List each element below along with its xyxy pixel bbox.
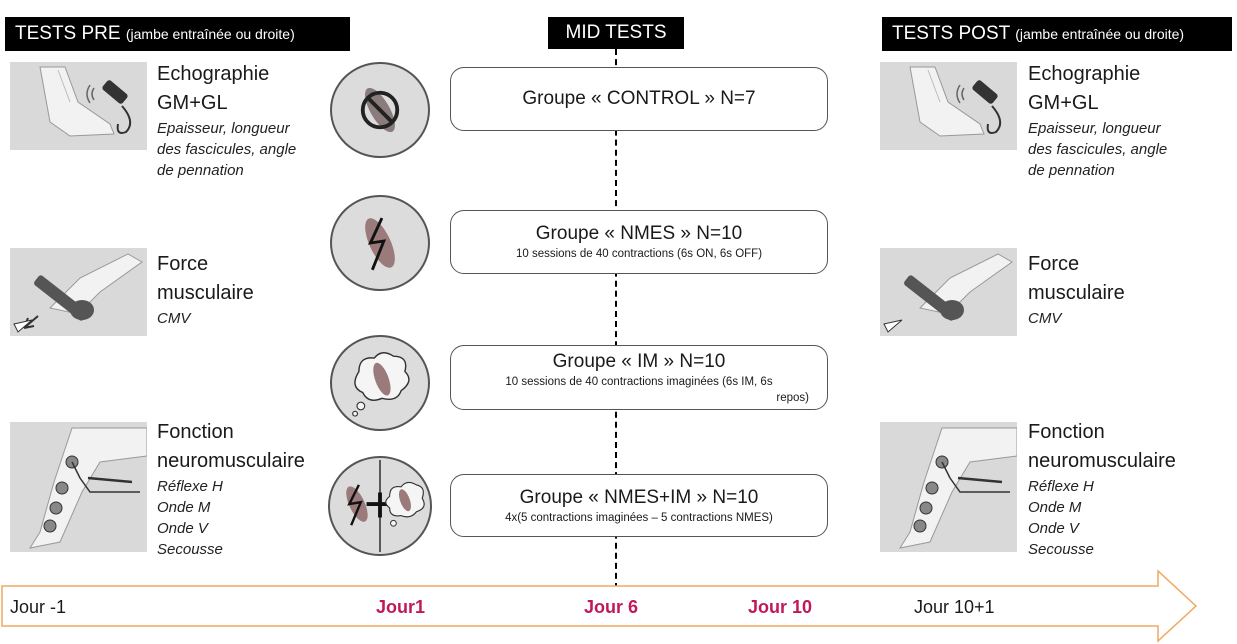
group-nmes-im-desc: 4x(5 contractions imaginées – 5 contract… xyxy=(505,511,773,524)
pre-force-title-2: musculaire xyxy=(157,282,254,304)
force-leg-icon xyxy=(10,248,147,336)
post-neuro-detail-2: Onde M xyxy=(1028,499,1082,516)
pre-echo-detail-3: de pennation xyxy=(157,162,244,179)
group-nmes-box: Groupe « NMES » N=10 10 sessions de 40 c… xyxy=(450,210,828,274)
post-neuro-text: Fonction neuromusculaire Réflexe H Onde … xyxy=(1028,418,1233,560)
group-nmes-im-box: Groupe « NMES+IM » N=10 4x(5 contraction… xyxy=(450,474,828,537)
timeline-day-1: Jour1 xyxy=(376,597,426,617)
timeline-arrow xyxy=(1,569,1198,643)
motor-imagery-icon xyxy=(330,335,430,431)
pre-echo-detail-2: des fascicules, angle xyxy=(157,141,297,158)
timeline-day-10: Jour 10 xyxy=(748,597,813,617)
pre-neuro-detail-1: Réflexe H xyxy=(157,478,223,495)
pre-neuro-text: Fonction neuromusculaire Réflexe H Onde … xyxy=(157,418,342,560)
post-neuro-detail-3: Onde V xyxy=(1028,520,1079,537)
electrode-leg-icon xyxy=(880,422,1017,552)
post-echo-title-1: Echographie xyxy=(1028,63,1141,85)
post-echo-detail-2: des fascicules, angle xyxy=(1028,141,1168,158)
pre-force-detail-1: CMV xyxy=(157,310,191,327)
force-leg-icon xyxy=(880,248,1017,336)
combined-icon xyxy=(328,456,432,556)
group-im-box: Groupe « IM » N=10 10 sessions de 40 con… xyxy=(450,345,828,410)
post-neuro-title-1: Fonction xyxy=(1028,421,1105,443)
group-nmes-im-name: Groupe « NMES+IM » N=10 xyxy=(519,486,759,508)
mid-dashed-line xyxy=(615,49,617,589)
electrical-stimulation-icon xyxy=(330,195,430,291)
tests-post-detail: (jambe entraînée ou droite) xyxy=(1015,26,1185,42)
post-neuro-detail-4: Secousse xyxy=(1028,541,1094,558)
post-echo-detail-3: de pennation xyxy=(1028,162,1115,179)
pre-neuro-title-2: neuromusculaire xyxy=(157,450,305,472)
pre-force-text: Force musculaire CMV xyxy=(157,250,342,329)
timeline-day-minus1: Jour -1 xyxy=(10,597,67,617)
mid-tests-header: MID TESTS xyxy=(548,17,684,49)
group-nmes-desc: 10 sessions de 40 contractions (6s ON, 6… xyxy=(515,248,763,260)
tests-post-header: TESTS POST (jambe entraînée ou droite) xyxy=(882,17,1232,51)
group-control-box: Groupe « CONTROL » N=7 xyxy=(450,67,828,131)
ultrasound-leg-icon xyxy=(880,62,1017,150)
post-force-title-1: Force xyxy=(1028,253,1080,275)
tests-pre-title: TESTS PRE xyxy=(15,23,121,44)
post-force-text: Force musculaire CMV xyxy=(1028,250,1228,329)
tests-post-title: TESTS POST xyxy=(892,23,1010,44)
timeline-day-6: Jour 6 xyxy=(584,597,639,617)
post-echo-detail-1: Epaisseur, longueur xyxy=(1028,120,1161,137)
timeline-day-10-plus-1: Jour 10+1 xyxy=(914,597,995,617)
pre-echo-title-2: GM+GL xyxy=(157,92,228,114)
mid-tests-title: MID TESTS xyxy=(565,22,667,43)
post-neuro-title-2: neuromusculaire xyxy=(1028,450,1176,472)
tests-pre-detail: (jambe entraînée ou droite) xyxy=(125,26,295,42)
pre-neuro-detail-2: Onde M xyxy=(157,499,211,516)
post-force-detail-1: CMV xyxy=(1028,310,1062,327)
pre-echo-text: Echographie GM+GL Epaisseur, longueur de… xyxy=(157,60,342,181)
pre-force-title-1: Force xyxy=(157,253,209,275)
no-intervention-icon xyxy=(330,62,430,158)
post-force-title-2: musculaire xyxy=(1028,282,1125,304)
post-neuro-detail-1: Réflexe H xyxy=(1028,478,1094,495)
group-nmes-name: Groupe « NMES » N=10 xyxy=(535,223,743,244)
group-im-name: Groupe « IM » N=10 xyxy=(552,350,726,372)
pre-echo-detail-1: Epaisseur, longueur xyxy=(157,120,290,137)
ultrasound-leg-icon xyxy=(10,62,147,150)
pre-neuro-detail-3: Onde V xyxy=(157,520,208,537)
pre-echo-title-1: Echographie xyxy=(157,63,270,85)
tests-pre-header: TESTS PRE (jambe entraînée ou droite) xyxy=(5,17,350,51)
electrode-leg-icon xyxy=(10,422,147,552)
pre-neuro-detail-4: Secousse xyxy=(157,541,223,558)
pre-neuro-title-1: Fonction xyxy=(157,421,234,443)
group-im-desc-2: repos) xyxy=(776,391,809,404)
post-echo-title-2: GM+GL xyxy=(1028,92,1099,114)
group-im-desc-1: 10 sessions de 40 contractions imaginées… xyxy=(505,375,773,388)
group-control-name: Groupe « CONTROL » N=7 xyxy=(522,88,756,109)
post-echo-text: Echographie GM+GL Epaisseur, longueur de… xyxy=(1028,60,1228,181)
